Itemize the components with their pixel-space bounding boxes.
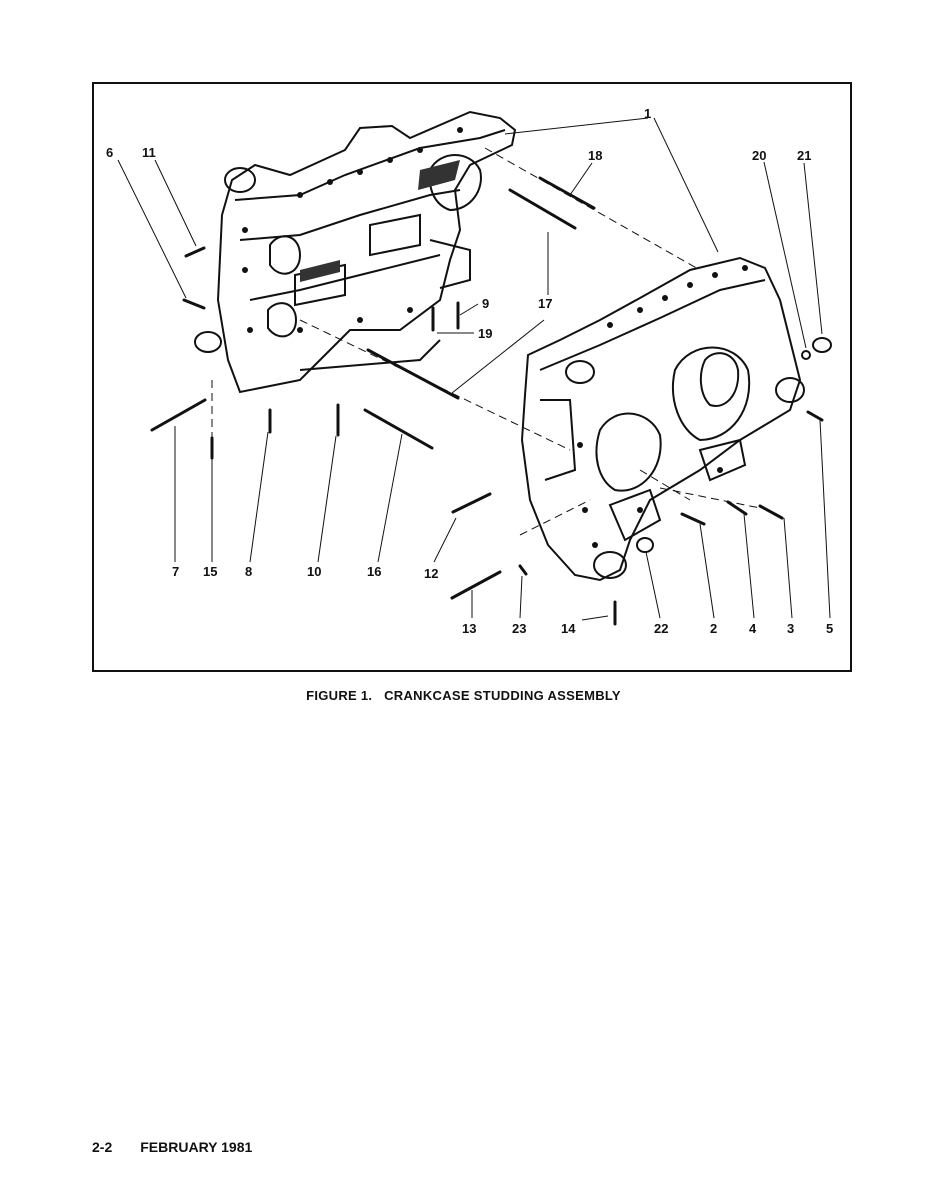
stud-6: [182, 298, 206, 310]
left-crankcase-half: [194, 110, 517, 394]
callout-13: 13: [462, 621, 476, 636]
callout-10: 10: [307, 564, 321, 579]
right-crankcase-bolt-holes: [577, 265, 748, 548]
figure-frame: [92, 82, 852, 672]
plugs: [636, 337, 832, 553]
plug-21: [812, 337, 832, 353]
stud-11: [184, 246, 206, 258]
callout-18: 18: [588, 148, 602, 163]
callout-20: 20: [752, 148, 766, 163]
callout-6: 6: [106, 145, 113, 160]
stud-16: [363, 408, 434, 450]
callout-12: 12: [424, 566, 438, 581]
plug-22: [636, 537, 654, 553]
callout-14: 14: [561, 621, 576, 636]
callout-3: 3: [787, 621, 794, 636]
studs: [150, 176, 824, 626]
alignment-lines: [211, 147, 761, 536]
left-crankcase-bolt-holes: [242, 127, 463, 333]
leader-lines: [117, 117, 831, 621]
stud-17: [508, 188, 577, 230]
callout-15: 15: [203, 564, 217, 579]
callout-11: 11: [142, 145, 156, 160]
callout-22: 22: [654, 621, 668, 636]
stud-2: [680, 512, 706, 526]
callout-9: 9: [482, 296, 489, 311]
washer-20: [801, 350, 811, 360]
callout-2: 2: [710, 621, 717, 636]
footer-date: FEBRUARY 1981: [140, 1139, 253, 1155]
callout-7: 7: [172, 564, 179, 579]
stud-18: [538, 176, 596, 210]
left-crankcase-shadow: [300, 160, 460, 282]
stud-12: [451, 492, 492, 514]
stud-7: [150, 398, 207, 432]
figure-caption: FIGURE 1. CRANKCASE STUDDING ASSEMBLY: [306, 688, 621, 703]
stud-13: [450, 570, 502, 600]
stud-4: [726, 500, 748, 516]
callout-4: 4: [749, 621, 757, 636]
callout-17: 17: [538, 296, 552, 311]
callout-21: 21: [797, 148, 811, 163]
stud-5: [806, 410, 824, 422]
callout-23: 23: [512, 621, 526, 636]
callout-1: 1: [644, 106, 651, 121]
stud-3: [758, 504, 784, 520]
stud-long-center: [366, 348, 460, 400]
callout-16: 16: [367, 564, 381, 579]
callout-8: 8: [245, 564, 252, 579]
page-footer: 2-2 FEBRUARY 1981: [92, 1139, 280, 1155]
right-crankcase-half: [520, 256, 805, 582]
stud-23: [518, 564, 528, 576]
callout-19: 19: [478, 326, 492, 341]
callout-5: 5: [826, 621, 833, 636]
page-number: 2-2: [92, 1139, 113, 1155]
